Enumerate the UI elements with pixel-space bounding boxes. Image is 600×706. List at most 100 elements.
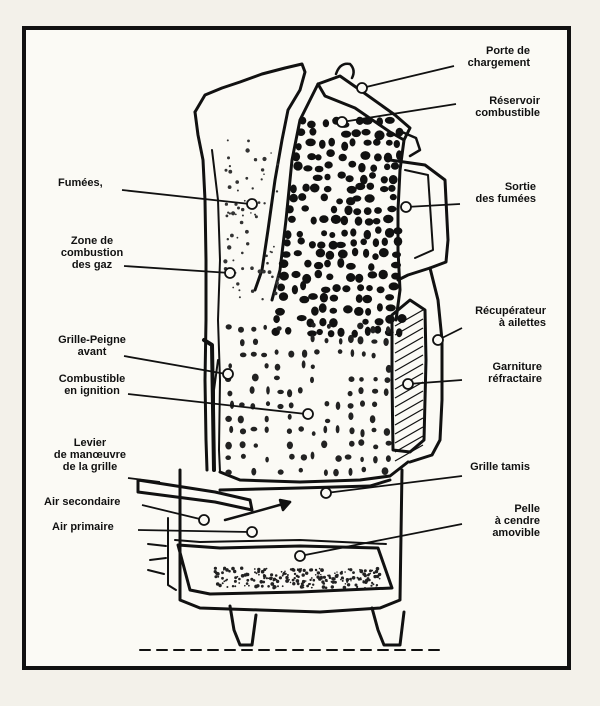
fuel-piece [277, 283, 285, 292]
fuel-piece [324, 173, 331, 181]
igniting-fuel-piece [251, 326, 257, 332]
stove-leg-right [370, 606, 406, 647]
ash-speck [321, 585, 326, 589]
fuel-piece [381, 237, 388, 246]
smoke-speck [241, 267, 245, 271]
igniting-fuel-piece [273, 375, 280, 381]
igniting-fuel-piece [237, 415, 244, 424]
fuel-piece [290, 184, 297, 194]
ash-speck [277, 585, 279, 588]
pointer-porte [356, 82, 368, 94]
fuel-piece [324, 259, 331, 268]
igniting-fuel-piece [288, 350, 295, 358]
smoke-speck [245, 176, 249, 180]
smoke-speck [228, 212, 231, 215]
ash-speck [291, 567, 295, 572]
igniting-fuel-piece [228, 363, 232, 369]
fuel-piece [279, 271, 289, 281]
fuel-piece [391, 272, 400, 280]
ash-speck [292, 582, 296, 586]
hatch-line [394, 345, 424, 363]
fuel-piece [319, 215, 329, 224]
fuel-piece [275, 307, 285, 316]
label-recuperateur-line: Récupérateur [475, 305, 547, 317]
ash-speck [228, 569, 231, 573]
fuel-piece [376, 117, 384, 127]
igniting-fuel-piece [264, 363, 269, 369]
igniting-fuel-piece [238, 326, 244, 333]
smoke-speck [236, 282, 240, 286]
leader-reservoir [341, 103, 457, 123]
grate-lever [136, 478, 254, 512]
fuel-piece [367, 271, 378, 279]
fuel-piece [309, 127, 317, 136]
smoke-outlet-inner [404, 169, 434, 259]
igniting-fuel-piece [383, 388, 389, 397]
ash-speck [340, 576, 344, 580]
ash-speck [265, 567, 268, 570]
ash-speck [267, 577, 270, 580]
igniting-fuel-piece [310, 451, 315, 460]
fuel-piece [353, 208, 362, 216]
fuel-piece [393, 140, 400, 148]
hatch-line [394, 390, 424, 408]
fuel-piece [374, 325, 382, 334]
fuel-piece [376, 303, 383, 312]
label-air-secondaire: Air secondaire [44, 496, 120, 508]
fuel-piece [327, 330, 335, 338]
ash-speck [262, 574, 266, 577]
ash-speck [351, 576, 356, 580]
fuel-piece [329, 232, 336, 238]
ash-speck [357, 577, 361, 581]
fuel-piece [329, 318, 338, 328]
igniting-fuel-piece [372, 388, 379, 394]
ash-speck [349, 568, 353, 572]
leader-levier [127, 477, 161, 483]
fuel-piece [285, 327, 292, 335]
ash-speck [240, 574, 245, 578]
ash-speck [312, 583, 315, 586]
igniting-fuel-piece [251, 373, 259, 382]
igniting-fuel-piece [385, 326, 391, 334]
fuel-piece [351, 247, 359, 257]
fuel-piece [396, 150, 403, 161]
fuel-piece [310, 216, 317, 225]
ash-speck [363, 569, 367, 573]
igniting-fuel-piece [266, 386, 270, 395]
leader-grille-peigne [123, 355, 227, 375]
label-zone-line: combustion [61, 247, 124, 259]
fuel-piece [388, 184, 396, 192]
fuel-piece [341, 141, 349, 151]
igniting-fuel-piece [337, 349, 343, 354]
ash-speck [231, 585, 235, 588]
fuel-piece [393, 236, 403, 247]
igniting-fuel-piece [277, 403, 284, 410]
smoke-speck [270, 251, 273, 254]
fuel-piece [372, 218, 381, 225]
ash-speck [375, 574, 380, 579]
ash-speck [234, 576, 238, 580]
ash-speck [284, 570, 286, 573]
fuel-piece [343, 305, 353, 314]
fuel-piece [384, 116, 395, 124]
fuel-piece [355, 294, 363, 303]
ash-speck [302, 584, 305, 587]
smoke-speck [275, 281, 279, 285]
igniting-fuel-piece [371, 352, 376, 359]
smoke-speck [232, 259, 235, 262]
ash-speck [306, 584, 309, 588]
pointer-garniture [402, 378, 414, 390]
igniting-fuel-piece [298, 467, 303, 473]
igniting-fuel-piece [250, 426, 258, 432]
fuel-piece [330, 205, 338, 214]
ash-speck [255, 572, 258, 575]
smoke-speck [245, 229, 249, 234]
label-air-secondaire-line: Air secondaire [44, 496, 120, 508]
fuel-piece [363, 248, 370, 258]
ash-speck [375, 584, 379, 587]
fuel-piece [344, 205, 353, 216]
fuel-piece [309, 183, 320, 193]
ash-speck [275, 579, 280, 584]
